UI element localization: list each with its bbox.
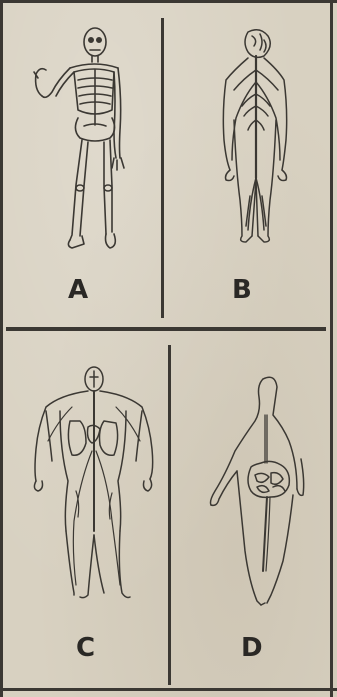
panel-a: A	[0, 0, 160, 327]
panel-label-a: A	[68, 275, 89, 305]
panel-d: D	[171, 331, 330, 688]
panel-b: B	[164, 0, 330, 327]
panel-c: C	[0, 331, 168, 688]
panel-label-b: B	[232, 275, 253, 305]
panel-label-c: C	[76, 633, 96, 663]
frame-bottom	[0, 688, 337, 691]
panel-label-d: D	[241, 633, 264, 663]
frame-right	[330, 0, 333, 697]
